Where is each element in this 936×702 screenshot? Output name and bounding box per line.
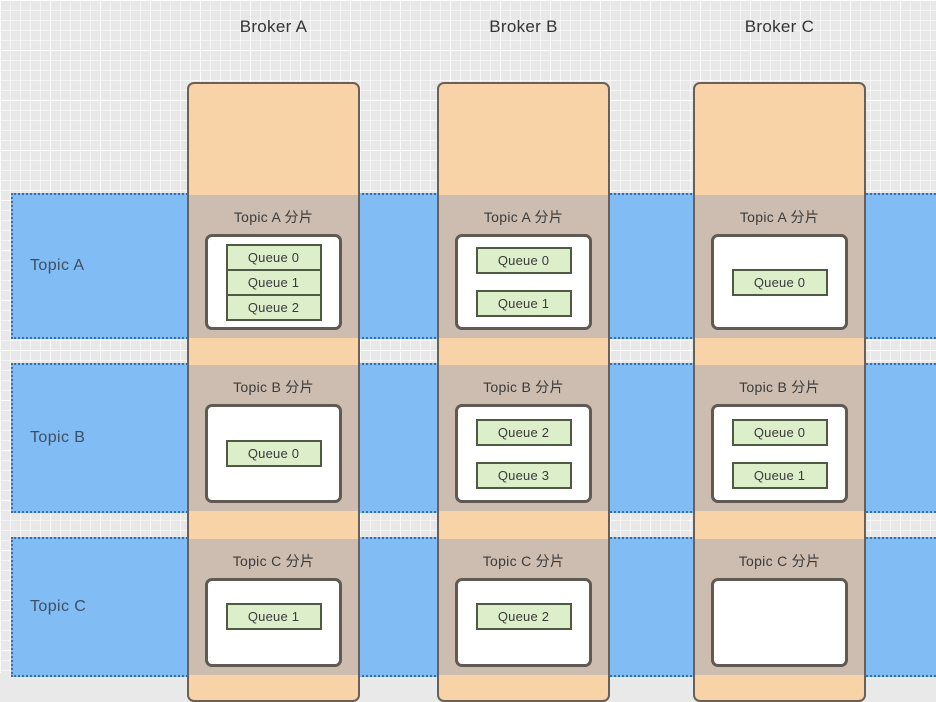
shard-box[interactable]: Queue 2 Queue 3 <box>455 404 592 503</box>
shard-title: Topic C 分片 <box>482 553 565 569</box>
shard-title: Topic A 分片 <box>739 209 820 225</box>
queue-item[interactable]: Queue 0 <box>475 247 572 274</box>
shard-title: Topic B 分片 <box>233 379 314 395</box>
cell-broker-b-topic-b[interactable]: Topic B 分片 Queue 2 Queue 3 <box>439 365 608 511</box>
shard-box[interactable]: Queue 0 <box>711 234 848 330</box>
queue-item[interactable]: Queue 0 <box>731 418 828 446</box>
queue-item[interactable]: Queue 2 <box>225 293 322 321</box>
cell-broker-c-topic-c[interactable]: Topic C 分片 <box>695 539 864 675</box>
topic-label-b: Topic B <box>30 429 86 446</box>
shard-box[interactable]: Queue 0 <box>205 404 342 503</box>
queue-item[interactable]: Queue 0 <box>225 243 322 271</box>
shard-title: Topic A 分片 <box>483 209 564 225</box>
shard-title: Topic B 分片 <box>739 379 820 395</box>
cell-broker-c-topic-b[interactable]: Topic B 分片 Queue 0 Queue 1 <box>695 365 864 511</box>
queue-item[interactable]: Queue 3 <box>475 461 572 489</box>
queue-item[interactable]: Queue 0 <box>731 268 828 296</box>
broker-header-b: Broker B <box>489 17 558 36</box>
queue-item[interactable]: Queue 1 <box>225 268 322 296</box>
shard-box[interactable]: Queue 0 Queue 1 <box>711 404 848 503</box>
cell-broker-a-topic-c[interactable]: Topic C 分片 Queue 1 <box>189 539 358 675</box>
cell-broker-c-topic-a[interactable]: Topic A 分片 Queue 0 <box>695 195 864 338</box>
shard-box[interactable]: Queue 2 <box>455 578 592 667</box>
topic-label-a: Topic A <box>30 257 85 274</box>
queue-item[interactable]: Queue 2 <box>475 418 572 446</box>
cell-broker-b-topic-c[interactable]: Topic C 分片 Queue 2 <box>439 539 608 675</box>
queue-item[interactable]: Queue 0 <box>225 440 322 467</box>
queue-item[interactable]: Queue 1 <box>731 461 828 489</box>
shard-title: Topic C 分片 <box>738 553 821 569</box>
shard-box[interactable]: Queue 0 Queue 1 Queue 2 <box>205 234 342 330</box>
cell-broker-a-topic-b[interactable]: Topic B 分片 Queue 0 <box>189 365 358 511</box>
topic-label-c: Topic C <box>30 598 87 615</box>
queue-item[interactable]: Queue 2 <box>475 603 572 630</box>
shard-title: Topic B 分片 <box>483 379 564 395</box>
shard-title: Topic A 分片 <box>233 209 314 225</box>
queue-item[interactable]: Queue 1 <box>225 603 322 630</box>
queue-item[interactable]: Queue 1 <box>475 290 572 317</box>
cell-broker-a-topic-a[interactable]: Topic A 分片 Queue 0 Queue 1 Queue 2 <box>189 195 358 338</box>
shard-title: Topic C 分片 <box>232 553 315 569</box>
shard-box[interactable]: Queue 1 <box>205 578 342 667</box>
broker-header-c: Broker C <box>744 17 815 36</box>
shard-box[interactable]: Queue 0 Queue 1 <box>455 234 592 330</box>
broker-header-a: Broker A <box>239 17 308 36</box>
cell-broker-b-topic-a[interactable]: Topic A 分片 Queue 0 Queue 1 <box>439 195 608 338</box>
shard-box[interactable] <box>711 578 848 667</box>
